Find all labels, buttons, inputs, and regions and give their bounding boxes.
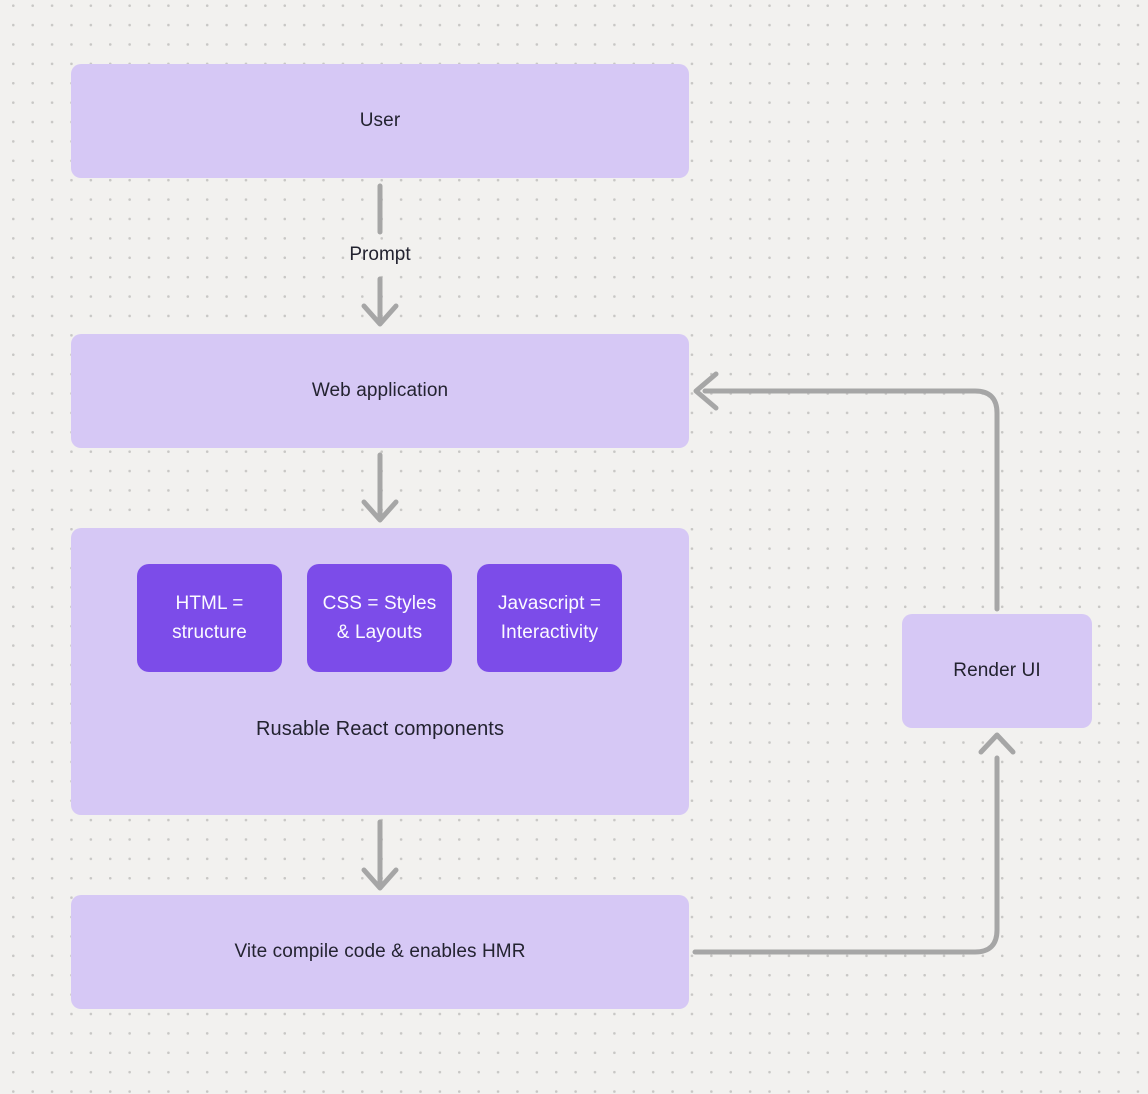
- edge-user-to-webapp[interactable]: [361, 183, 399, 327]
- edge-render-ui-to-webapp-segment[interactable]: [702, 388, 1000, 612]
- node-vite[interactable]: Vite compile code & enables HMR: [71, 895, 689, 1009]
- node-render-ui[interactable]: Render UI: [902, 614, 1092, 728]
- edge-webapp-to-components[interactable]: [361, 452, 399, 523]
- node-components-group[interactable]: HTML = structure CSS = Styles & Layouts …: [71, 528, 689, 815]
- node-web-application[interactable]: Web application: [71, 334, 689, 448]
- chip-javascript-interactivity[interactable]: Javascript = Interactivity: [477, 564, 622, 672]
- arrowhead-down-vite-icon: [361, 867, 399, 891]
- edge-label-prompt[interactable]: Prompt: [349, 244, 411, 265]
- node-vite-label: Vite compile code & enables HMR: [234, 941, 526, 962]
- edge-render-ui-to-webapp[interactable]: [693, 371, 1000, 612]
- edge-vite-to-render-ui[interactable]: [692, 732, 1016, 955]
- node-user[interactable]: User: [71, 64, 689, 178]
- chip-javascript-interactivity-label: Javascript = Interactivity: [497, 593, 602, 643]
- node-user-label: User: [359, 110, 401, 131]
- arrowhead-left-webapp-icon: [693, 371, 719, 411]
- chip-html-structure-label: HTML = structure: [172, 593, 247, 643]
- arrowhead-up-render-ui-icon: [978, 732, 1016, 755]
- node-render-ui-label: Render UI: [953, 660, 1041, 681]
- arrowhead-down-components-icon: [361, 499, 399, 523]
- chip-html-structure[interactable]: HTML = structure: [137, 564, 282, 672]
- edge-components-to-vite[interactable]: [361, 819, 399, 891]
- edge-vite-to-render-ui-segment[interactable]: [692, 755, 1000, 955]
- chip-css-styles[interactable]: CSS = Styles & Layouts: [307, 564, 452, 672]
- node-web-application-label: Web application: [311, 380, 449, 401]
- components-group-label: Rusable React components: [255, 718, 505, 740]
- arrowhead-down-webapp-icon: [361, 303, 399, 327]
- chip-css-styles-label: CSS = Styles & Layouts: [322, 593, 437, 643]
